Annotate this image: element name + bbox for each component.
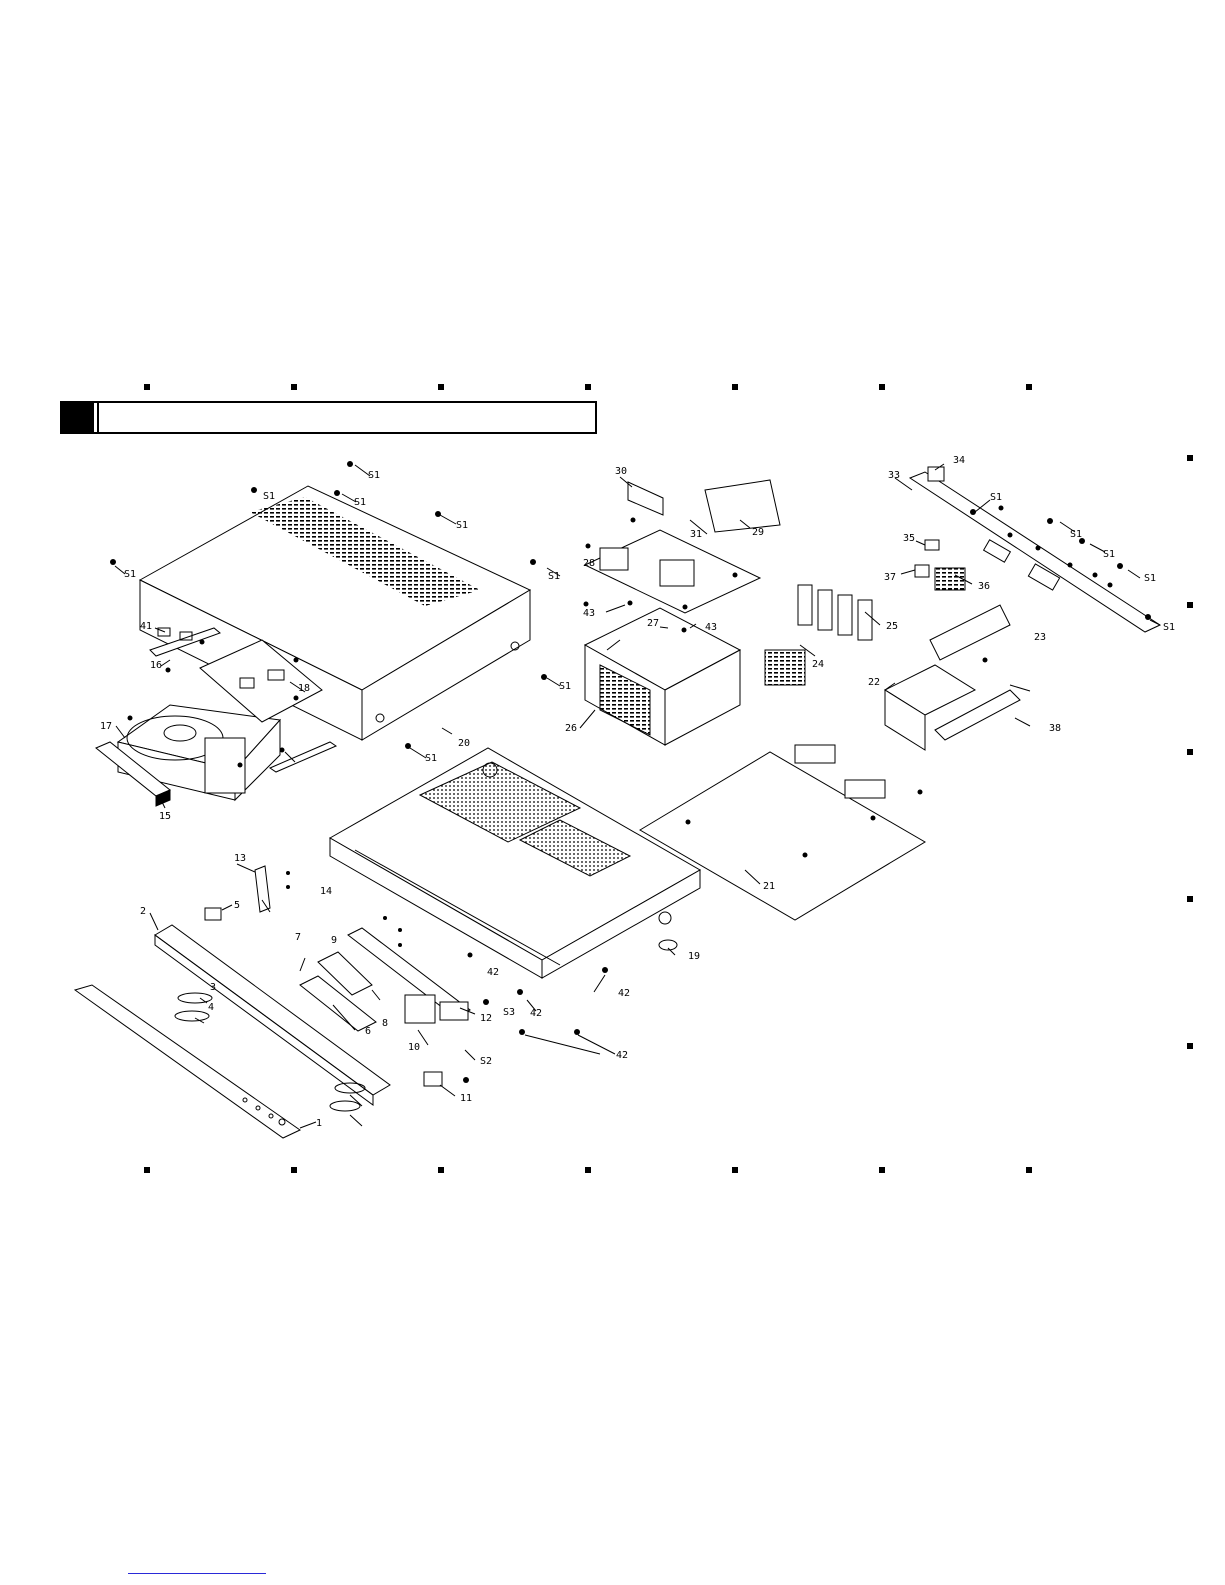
callout-label: 34 xyxy=(953,455,965,466)
callout-label: 4 xyxy=(208,1002,214,1013)
callout-label: S1 xyxy=(124,569,136,580)
callout-label: 30 xyxy=(615,466,627,477)
top-cover xyxy=(140,486,530,740)
callout-label: 43 xyxy=(705,622,717,633)
callout-label: 18 xyxy=(298,683,310,694)
callout-label: 7 xyxy=(295,932,301,943)
callout-label: 16 xyxy=(150,660,162,671)
callout-label: 10 xyxy=(408,1042,420,1053)
callout-label: 21 xyxy=(763,881,775,892)
callout-label: 42 xyxy=(618,988,630,999)
callout-label: 42 xyxy=(487,967,499,978)
callout-label: 3 xyxy=(210,982,216,993)
callout-label: S1 xyxy=(990,492,1002,503)
callout-label: S2 xyxy=(480,1056,492,1067)
callout-label: 42 xyxy=(530,1008,542,1019)
callout-label: 8 xyxy=(382,1018,388,1029)
callout-label: 27 xyxy=(647,618,659,629)
callout-label: 13 xyxy=(234,853,246,864)
callout-label: S1 xyxy=(548,571,560,582)
callout-label: 31 xyxy=(690,529,702,540)
callout-label: S1 xyxy=(368,470,380,481)
disc-drive xyxy=(118,705,280,800)
callout-label: 28 xyxy=(583,558,595,569)
callout-label: 9 xyxy=(331,935,337,946)
callout-label: S1 xyxy=(559,681,571,692)
callout-label: 12 xyxy=(480,1013,492,1024)
callout-label: S1 xyxy=(456,520,468,531)
callout-label: 19 xyxy=(688,951,700,962)
callout-label: S1 xyxy=(1103,549,1115,560)
callout-label: 43 xyxy=(583,608,595,619)
callout-label: 1 xyxy=(316,1118,322,1129)
callout-label: 2 xyxy=(140,906,146,917)
callout-label: 22 xyxy=(868,677,880,688)
callout-label: 41 xyxy=(140,621,152,632)
callout-label: 33 xyxy=(888,470,900,481)
callout-label: 11 xyxy=(460,1093,472,1104)
chassis xyxy=(330,748,700,978)
callout-label: 42 xyxy=(616,1050,628,1061)
callout-label: 24 xyxy=(812,659,824,670)
callout-label: S1 xyxy=(354,497,366,508)
callout-label: 6 xyxy=(365,1026,371,1037)
callout-label: 29 xyxy=(752,527,764,538)
callout-label: 14 xyxy=(320,886,332,897)
footer-link-underline[interactable] xyxy=(128,1573,266,1574)
callout-label: S1 xyxy=(263,491,275,502)
callout-label: 26 xyxy=(565,723,577,734)
callout-label: S1 xyxy=(1144,573,1156,584)
callout-label: S1 xyxy=(425,753,437,764)
callout-label: 15 xyxy=(159,811,171,822)
callout-label: S1 xyxy=(1163,622,1175,633)
callout-label: 37 xyxy=(884,572,896,583)
callout-label: 38 xyxy=(1049,723,1061,734)
callout-label: 35 xyxy=(903,533,915,544)
callout-label: 36 xyxy=(978,581,990,592)
callout-label: 25 xyxy=(886,621,898,632)
callout-label: S1 xyxy=(1070,529,1082,540)
callout-label: 23 xyxy=(1034,632,1046,643)
callout-label: S3 xyxy=(503,1007,515,1018)
callout-label: 17 xyxy=(100,721,112,732)
callout-label: 5 xyxy=(234,900,240,911)
callout-label: 20 xyxy=(458,738,470,749)
